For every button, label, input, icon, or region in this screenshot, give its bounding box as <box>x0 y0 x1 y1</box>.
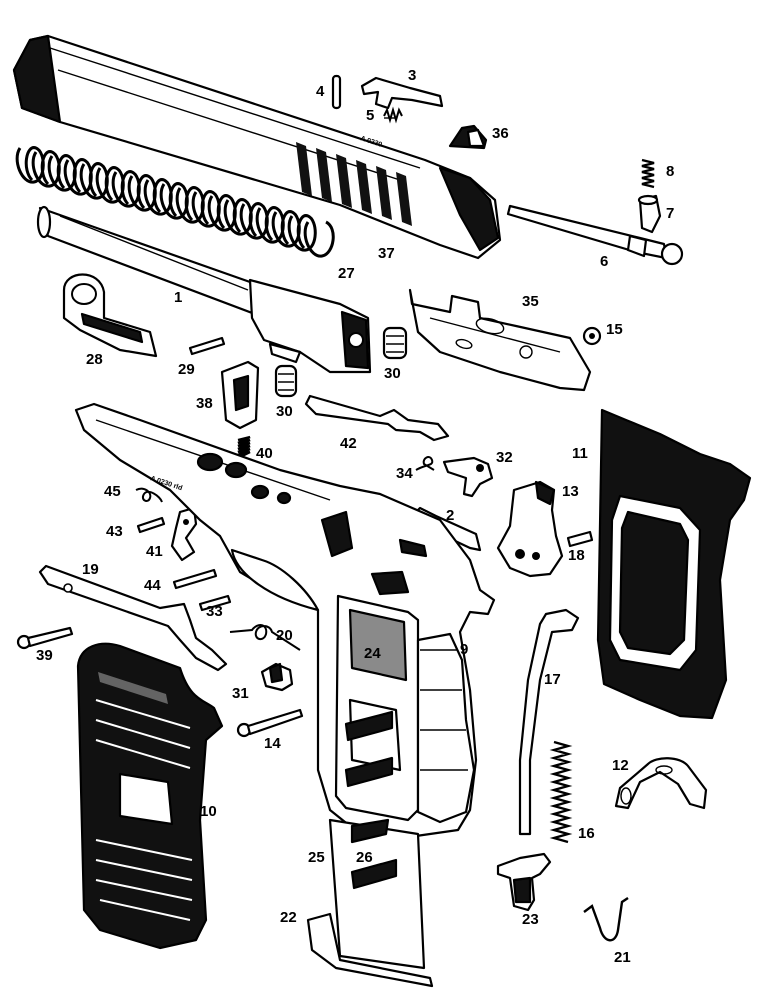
label-31: 31 <box>232 685 249 702</box>
label-12: 12 <box>612 757 629 774</box>
part-5-spring <box>383 106 403 124</box>
label-4: 4 <box>316 83 325 100</box>
label-41: 41 <box>146 543 163 560</box>
label-8: 8 <box>666 163 674 180</box>
label-42: 42 <box>340 435 357 452</box>
label-38: 38 <box>196 395 213 412</box>
label-32: 32 <box>496 449 513 466</box>
part-7-cap <box>637 194 662 234</box>
label-15: 15 <box>606 321 623 338</box>
label-20: 20 <box>276 627 293 644</box>
part-33-pin <box>198 594 232 612</box>
part-44-pin <box>172 568 218 590</box>
label-14: 14 <box>264 735 281 752</box>
part-21-wire-spring <box>583 897 629 942</box>
label-27: 27 <box>338 265 355 282</box>
part-35-plate <box>408 288 592 392</box>
part-45-spring <box>135 487 163 503</box>
label-21: 21 <box>614 949 631 966</box>
label-44: 44 <box>144 577 161 594</box>
label-19: 19 <box>82 561 99 578</box>
callout-labels: 1 2 3 4 5 6 7 8 9 10 11 12 13 14 15 16 1… <box>36 67 674 966</box>
part-15-nut <box>582 326 602 346</box>
label-35: 35 <box>522 293 539 310</box>
label-10: 10 <box>200 803 217 820</box>
part-13-hammer <box>496 480 564 578</box>
label-36: 36 <box>492 125 509 142</box>
part-10-grip-panel <box>76 642 224 950</box>
part-32-sear <box>442 456 494 498</box>
label-43: 43 <box>106 523 123 540</box>
part-4-pin <box>331 74 342 110</box>
part-19-trigger-bar <box>38 564 228 672</box>
part-3-lever <box>360 76 444 110</box>
part-28-ring <box>62 273 158 358</box>
part-30a-bushing <box>382 326 408 360</box>
label-33: 33 <box>206 603 223 620</box>
label-17: 17 <box>544 671 561 688</box>
part-37-slide: A 0230 <box>12 34 502 260</box>
label-30a: 30 <box>384 365 401 382</box>
label-34: 34 <box>396 465 413 482</box>
part-11-grip-panel <box>596 408 752 720</box>
part-38-block <box>220 360 260 430</box>
label-28: 28 <box>86 351 103 368</box>
label-25: 25 <box>308 849 325 866</box>
label-3: 3 <box>408 67 416 84</box>
label-11: 11 <box>572 445 588 462</box>
label-30b: 30 <box>276 403 293 420</box>
part-12-clip <box>614 757 708 810</box>
label-1: 1 <box>174 289 182 306</box>
label-13: 13 <box>562 483 579 500</box>
label-5: 5 <box>366 107 374 124</box>
part-frame: A 0230 rld <box>74 402 496 838</box>
part-6-firing-pin <box>506 204 684 266</box>
label-23: 23 <box>522 911 539 928</box>
label-37: 37 <box>378 245 395 262</box>
label-16: 16 <box>578 825 595 842</box>
part-1-barrel <box>36 205 372 374</box>
part-16-spring <box>549 740 573 844</box>
part-25-magazine <box>328 818 426 970</box>
part-17-guide <box>518 608 580 836</box>
part-8-spring <box>641 158 655 189</box>
label-9: 9 <box>460 641 468 658</box>
label-40: 40 <box>256 445 273 462</box>
label-45: 45 <box>104 483 121 500</box>
part-27-recoil-spring <box>15 146 335 258</box>
part-20-spring <box>229 624 301 651</box>
part-30b-bushing <box>274 364 298 398</box>
label-2: 2 <box>446 507 454 524</box>
part-22-floorplate <box>306 912 434 988</box>
part-31-catch <box>260 662 294 692</box>
part-43-pin <box>136 516 166 534</box>
label-29: 29 <box>178 361 195 378</box>
part-29-pin <box>188 336 226 356</box>
part-18-pin <box>566 530 594 548</box>
part-36-rear-sight <box>448 124 488 150</box>
part-41-catch <box>170 506 198 562</box>
label-18: 18 <box>568 547 585 564</box>
label-24: 24 <box>364 645 381 662</box>
label-7: 7 <box>666 205 674 222</box>
part-23-catch <box>496 852 552 912</box>
label-22: 22 <box>280 909 297 926</box>
label-26: 26 <box>356 849 373 866</box>
label-39: 39 <box>36 647 53 664</box>
part-34-spring <box>415 456 435 471</box>
label-6: 6 <box>600 253 608 270</box>
part-42-disconnector <box>304 394 450 442</box>
part-39-screw <box>16 626 74 650</box>
part-14-pin <box>236 708 304 738</box>
